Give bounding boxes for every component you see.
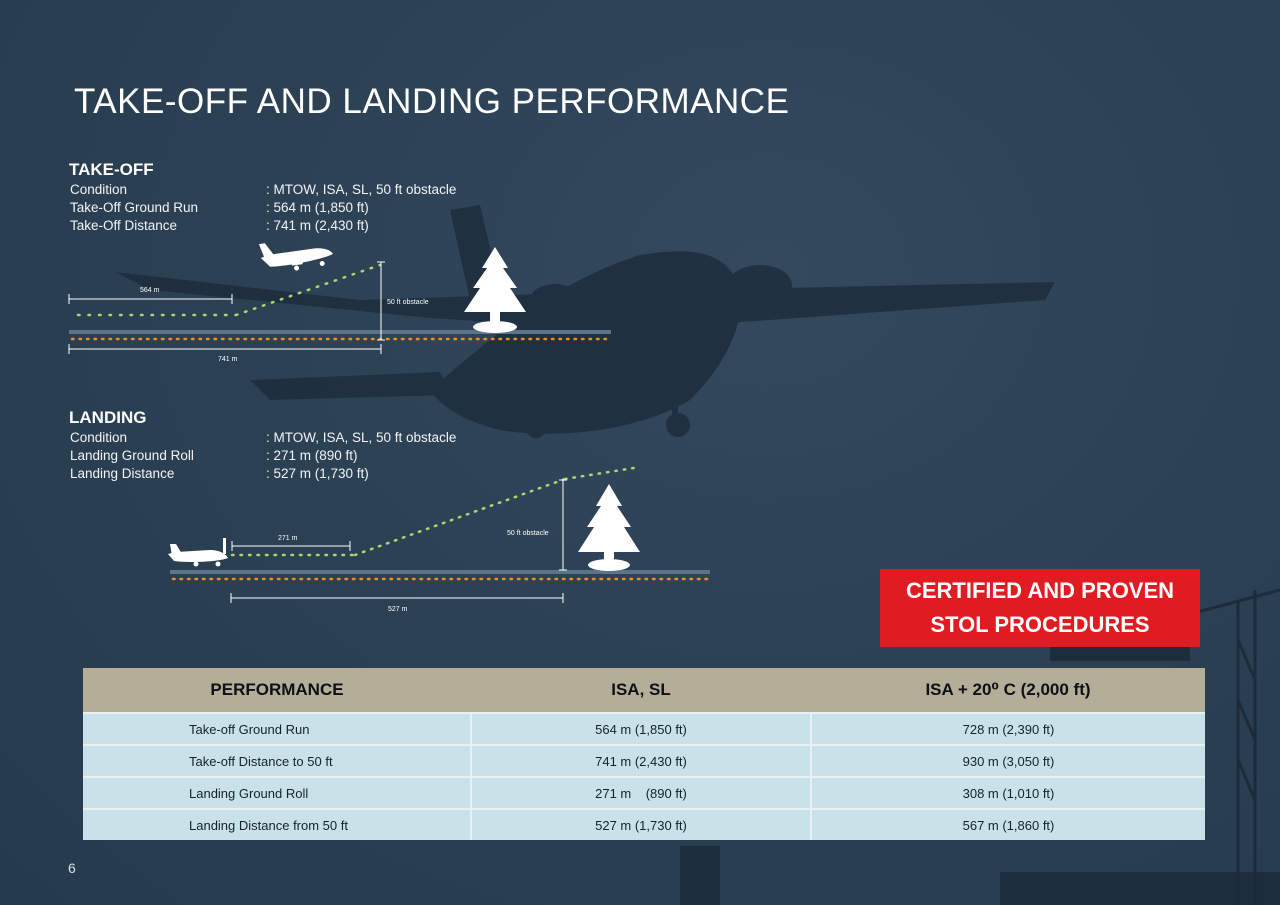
takeoff-ground-run-label: 564 m (140, 287, 160, 294)
spec-value: : 564 m (1,850 ft) (266, 200, 369, 215)
spec-value: : 271 m (890 ft) (266, 448, 358, 463)
badge-line-2: STOL PROCEDURES (930, 612, 1150, 637)
performance-table: PERFORMANCE ISA, SL ISA + 20⁰ C (2,000 f… (83, 668, 1205, 840)
spec-label: Condition (70, 182, 128, 197)
table-cell-isa-sl: 741 m (2,430 ft) (470, 744, 811, 777)
table-cell-isa-plus-20: 567 m (1,860 ft) (810, 808, 1205, 840)
table-row: Landing Ground Roll 271 m (890 ft) 308 m… (83, 776, 1205, 809)
spec-label: Condition (70, 430, 128, 445)
landing-distance-dimension (230, 593, 564, 603)
takeoff-diagram: 564 m 741 m 50 ft obstacle (68, 243, 612, 363)
column-header-performance: PERFORMANCE (83, 668, 471, 713)
table-cell-isa-sl: 527 m (1,730 ft) (470, 808, 811, 840)
table-row: Landing Distance from 50 ft 527 m (1,730… (83, 808, 1205, 840)
spec-label: Landing Distance (70, 466, 175, 481)
landing-approach-dots (353, 477, 567, 557)
table-cell-isa-plus-20: 728 m (2,390 ft) (810, 712, 1205, 745)
takeoff-obstacle-label: 50 ft obstacle (387, 299, 429, 306)
table-row: Take-off Ground Run 564 m (1,850 ft) 728… (83, 712, 1205, 745)
page-number: 6 (68, 860, 76, 876)
landing-spec-row: Condition : MTOW, ISA, SL, 50 ft obstacl… (70, 430, 456, 445)
takeoff-runway (69, 330, 611, 334)
spec-label: Landing Ground Roll (70, 448, 194, 463)
table-cell-metric: Landing Ground Roll (83, 776, 471, 809)
takeoff-ground-run-dimension (68, 294, 233, 304)
landing-ground-roll-label: 271 m (278, 535, 298, 542)
landing-airplane-icon (168, 538, 228, 567)
landing-diagram: 271 m 527 m 50 ft obstacle (168, 465, 710, 613)
takeoff-distance-dimension (68, 344, 382, 354)
landing-ground-roll-dimension (231, 541, 351, 551)
table-cell-isa-plus-20: 308 m (1,010 ft) (810, 776, 1205, 809)
page-title: TAKE-OFF AND LANDING PERFORMANCE (74, 82, 790, 121)
spec-value: : MTOW, ISA, SL, 50 ft obstacle (266, 430, 457, 445)
certified-stol-badge: CERTIFIED AND PROVEN STOL PROCEDURES (880, 569, 1200, 647)
landing-obstacle-dimension (559, 479, 567, 571)
takeoff-heading: TAKE-OFF (69, 160, 154, 179)
spec-label: Take-Off Distance (70, 218, 178, 233)
takeoff-spec-row: Condition : MTOW, ISA, SL, 50 ft obstacl… (70, 182, 456, 197)
column-header-isa-plus-20: ISA + 20⁰ C (2,000 ft) (811, 668, 1205, 713)
landing-heading: LANDING (69, 408, 147, 427)
takeoff-spec-row: Take-Off Ground Run : 564 m (1,850 ft) (70, 200, 369, 215)
takeoff-airplane-icon (258, 243, 333, 271)
badge-line-1: CERTIFIED AND PROVEN (905, 578, 1175, 603)
takeoff-distance-label: 741 m (218, 356, 238, 363)
table-cell-isa-sl: 271 m (890 ft) (470, 776, 811, 809)
landing-runway (170, 570, 710, 574)
takeoff-climb-dots (234, 263, 382, 317)
spec-value: : 527 m (1,730 ft) (266, 466, 369, 481)
table-cell-isa-plus-20: 930 m (3,050 ft) (810, 744, 1205, 777)
table-cell-metric: Landing Distance from 50 ft (83, 808, 471, 840)
spec-value: : 741 m (2,430 ft) (266, 218, 369, 233)
table-row: Take-off Distance to 50 ft 741 m (2,430 … (83, 744, 1205, 777)
landing-approach-dots (563, 465, 642, 481)
column-header-isa-sl: ISA, SL (471, 668, 811, 713)
landing-spec-row: Landing Distance : 527 m (1,730 ft) (70, 466, 369, 481)
table-header-row: PERFORMANCE ISA, SL ISA + 20⁰ C (2,000 f… (83, 668, 1205, 713)
landing-spec-row: Landing Ground Roll : 271 m (890 ft) (70, 448, 358, 463)
table-cell-isa-sl: 564 m (1,850 ft) (470, 712, 811, 745)
table-cell-metric: Take-off Ground Run (83, 712, 471, 745)
takeoff-spec-row: Take-Off Distance : 741 m (2,430 ft) (70, 218, 369, 233)
landing-obstacle-label: 50 ft obstacle (507, 530, 549, 537)
spec-value: : MTOW, ISA, SL, 50 ft obstacle (266, 182, 457, 197)
takeoff-tree-icon (464, 247, 526, 333)
landing-distance-label: 527 m (388, 606, 408, 613)
table-cell-metric: Take-off Distance to 50 ft (83, 744, 471, 777)
spec-label: Take-Off Ground Run (70, 200, 199, 215)
takeoff-obstacle-dimension (377, 261, 385, 341)
landing-tree-icon (578, 484, 640, 571)
